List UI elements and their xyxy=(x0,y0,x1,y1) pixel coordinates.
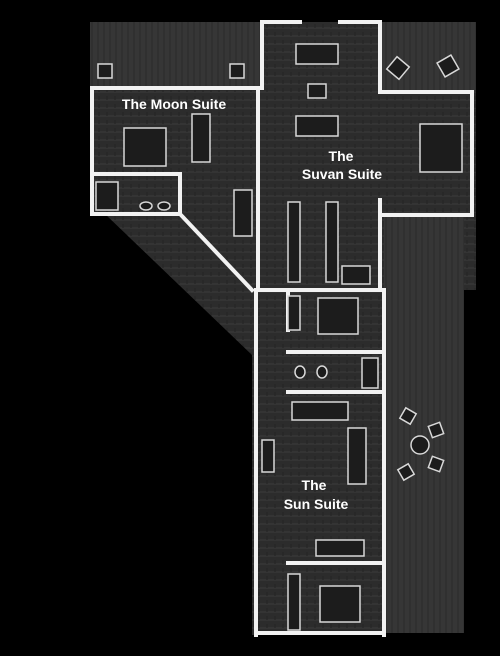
sun-sink xyxy=(294,365,306,379)
deck-table xyxy=(410,435,430,455)
sun-sofa xyxy=(291,401,349,421)
moon-sink xyxy=(157,201,171,211)
suvan-bed xyxy=(419,123,463,173)
moon-bathtub xyxy=(95,181,119,211)
moon-suite-walls xyxy=(90,86,182,216)
moon-desk xyxy=(233,189,253,237)
sun-bathtub xyxy=(361,357,379,389)
east-deck-floor xyxy=(384,215,464,633)
suvan-terrace-lounger xyxy=(385,55,411,81)
moon-bed xyxy=(123,127,167,167)
suvan-suite-label-line2: Suvan Suite xyxy=(302,166,382,182)
sun-bed xyxy=(319,585,361,623)
moon-terrace-chair xyxy=(97,63,113,79)
suvan-bathtub xyxy=(341,265,371,285)
suvan-table xyxy=(307,83,327,99)
sun-closet xyxy=(287,295,301,331)
moon-sofa xyxy=(191,113,211,163)
diagonal-wall xyxy=(177,211,255,293)
suvan-closet xyxy=(325,201,339,283)
deck-chair xyxy=(427,455,445,473)
sun-sofa xyxy=(347,427,367,485)
suvan-sofa xyxy=(295,43,339,65)
deck-chair xyxy=(427,421,445,439)
deck-chair xyxy=(398,406,418,426)
walls xyxy=(90,20,474,637)
moon-suite-label: The Moon Suite xyxy=(122,96,226,112)
suvan-suite-label-line1: The xyxy=(329,148,354,164)
sun-desk xyxy=(315,539,365,557)
sun-suite-label-line1: The xyxy=(302,477,327,493)
suvan-closet xyxy=(287,201,301,283)
sun-closet xyxy=(287,573,301,631)
moon-sink xyxy=(139,201,153,211)
sun-fireplace xyxy=(261,439,275,473)
deck-chair xyxy=(396,462,416,482)
sun-sink xyxy=(316,365,328,379)
moon-terrace-chair xyxy=(229,63,245,79)
sun-bed xyxy=(317,297,359,335)
suvan-terrace-floor xyxy=(380,22,476,92)
suvan-sofa xyxy=(295,115,339,137)
sun-suite-label-line2: Sun Suite xyxy=(284,496,349,512)
suvan-terrace-lounger xyxy=(436,54,460,78)
moon-terrace-floor xyxy=(90,22,262,88)
diagonal-wing-floor xyxy=(105,214,262,355)
furniture xyxy=(95,43,463,631)
room-labels: The Moon Suite The Suvan Suite The Sun S… xyxy=(122,96,382,512)
floor-areas xyxy=(90,22,476,635)
